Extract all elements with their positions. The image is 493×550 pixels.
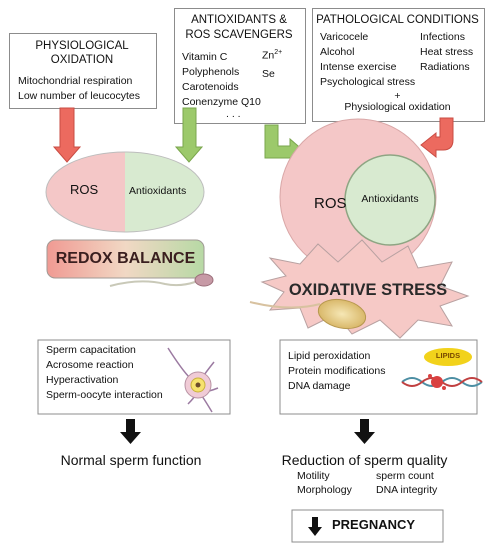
antioxidant-item: Carotenoids bbox=[182, 81, 239, 93]
quality-param: Morphology bbox=[297, 484, 352, 496]
sperm-tail-small bbox=[109, 280, 196, 287]
pathological-extra: Physiological oxidation bbox=[344, 101, 451, 113]
lipids-badge bbox=[424, 348, 472, 366]
antioxidant-item: Vitamin C bbox=[182, 51, 228, 63]
quality-param: Motility bbox=[297, 470, 330, 482]
quality-param: sperm count bbox=[376, 470, 434, 482]
pathological-item: Heat stress bbox=[420, 46, 474, 58]
physiological-title-line1: PHYSIOLOGICAL bbox=[35, 40, 129, 52]
pathological-item: Radiations bbox=[420, 61, 470, 73]
damage-item: Protein modifications bbox=[288, 365, 386, 377]
pregnancy-box bbox=[291, 509, 444, 543]
ellipsis: . . . bbox=[226, 108, 241, 120]
reduction-quality-label: Reduction of sperm quality bbox=[281, 452, 448, 468]
antioxidant-item: Polyphenols bbox=[182, 66, 240, 78]
stress-antioxidants-label: Antioxidants bbox=[361, 193, 419, 205]
oxidative-stress-label: OXIDATIVE STRESS bbox=[288, 281, 448, 299]
antioxidant-item: Conenzyme Q10 bbox=[182, 96, 261, 108]
red-down-arrow bbox=[52, 107, 82, 163]
antioxidants-title-line2: ROS SCAVENGERS bbox=[185, 29, 293, 41]
sperm-head-small bbox=[194, 273, 214, 287]
oocyte-icon bbox=[167, 347, 219, 413]
redox-banner-label: REDOX BALANCE bbox=[55, 250, 196, 267]
stress-ros-label: ROS bbox=[314, 195, 347, 212]
quality-param: DNA integrity bbox=[376, 484, 438, 496]
green-down-arrow bbox=[174, 107, 204, 163]
red-bent-arrow bbox=[420, 117, 454, 159]
antioxidants-box bbox=[174, 8, 306, 124]
pathological-item: Psychological stress bbox=[320, 76, 416, 88]
normal-item: Sperm-oocyte interaction bbox=[46, 389, 163, 401]
selenium-label: Se bbox=[262, 68, 275, 80]
physiological-title-line2: OXIDATION bbox=[50, 54, 114, 66]
dna-damage-icon bbox=[401, 374, 483, 390]
down-arrow-left bbox=[120, 419, 141, 444]
physiological-item: Low number of leucocytes bbox=[18, 90, 140, 102]
normal-function-box bbox=[37, 339, 231, 415]
physiological-item: Mitochondrial respiration bbox=[18, 75, 133, 87]
lipids-badge-label: LIPIDS bbox=[435, 351, 461, 360]
pathological-item: Varicocele bbox=[320, 31, 369, 43]
redox-antioxidants-label: Antioxidants bbox=[129, 185, 187, 197]
physiological-oxidation-box bbox=[9, 33, 157, 109]
pathological-title: PATHOLOGICAL CONDITIONS bbox=[316, 14, 479, 26]
normal-item: Hyperactivation bbox=[46, 374, 119, 386]
normal-item: Acrosome reaction bbox=[46, 359, 134, 371]
sperm-tail-big bbox=[249, 301, 321, 309]
normal-sperm-function-label: Normal sperm function bbox=[60, 452, 202, 468]
pregnancy-down-arrow-icon bbox=[308, 517, 322, 536]
damage-box bbox=[279, 339, 478, 415]
plus-sign: + bbox=[394, 90, 401, 102]
pathological-item: Alcohol bbox=[320, 46, 355, 58]
pathological-item: Intense exercise bbox=[320, 61, 397, 73]
damage-item: DNA damage bbox=[288, 380, 351, 392]
antioxidants-title-line1: ANTIOXIDANTS & bbox=[191, 14, 287, 26]
redox-ros-label: ROS bbox=[70, 182, 99, 197]
zinc-label: Zn2+ bbox=[262, 49, 283, 62]
sperm-head-big bbox=[317, 298, 367, 330]
down-arrow-right bbox=[354, 419, 375, 444]
redox-banner-box bbox=[46, 239, 205, 279]
normal-item: Sperm capacitation bbox=[46, 344, 136, 356]
antioxidants-small-circle bbox=[344, 154, 436, 246]
pregnancy-label: PREGNANCY bbox=[332, 517, 416, 532]
damage-item: Lipid peroxidation bbox=[288, 350, 371, 362]
oxidative-stress-burst bbox=[260, 239, 470, 339]
pathological-conditions-box bbox=[312, 8, 485, 122]
pathological-item: Infections bbox=[420, 31, 465, 43]
